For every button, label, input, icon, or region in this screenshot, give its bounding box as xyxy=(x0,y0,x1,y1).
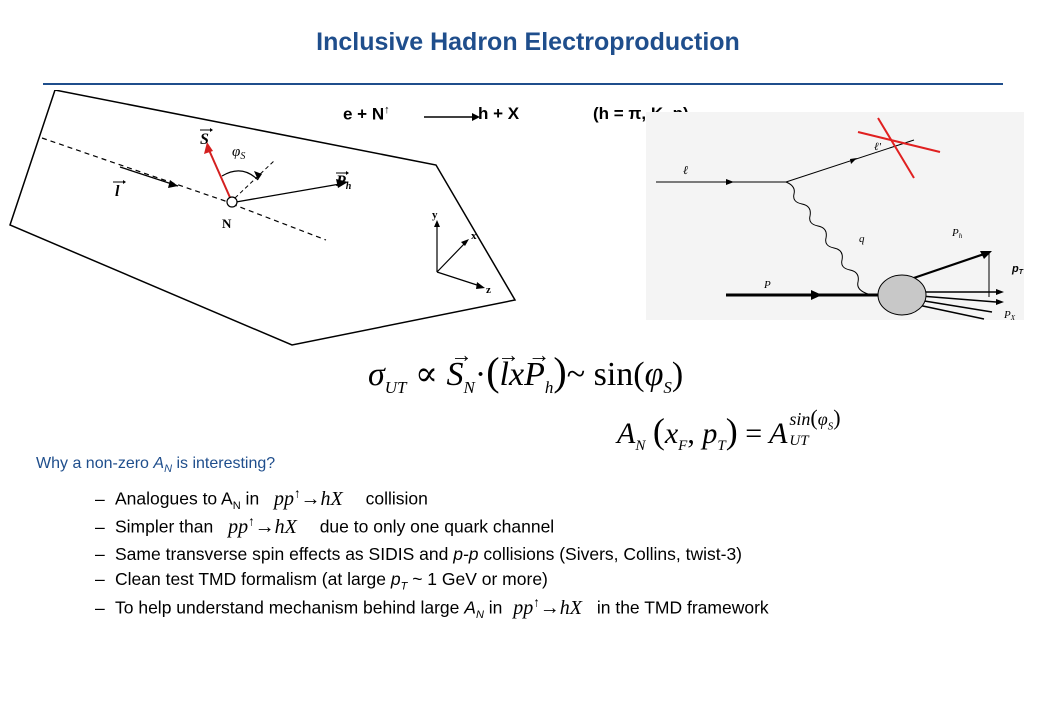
f2-comma: , xyxy=(687,417,695,450)
f2-AUT-sup: sin(φS) xyxy=(789,405,841,433)
scattering-plane-diagram: S φS l Ph N y x z xyxy=(9,90,517,346)
bullet-2: –Simpler than pp↑→hX due to only one qua… xyxy=(95,513,555,538)
feynman-background xyxy=(646,112,1024,320)
photon-line xyxy=(785,181,869,295)
phi-arc-head-icon xyxy=(254,171,262,180)
lepton-out-label: ℓ' xyxy=(874,141,882,153)
photon-label: q xyxy=(859,233,865,245)
reaction-lhs-sup: ↑ xyxy=(384,104,390,116)
f2-AUT-scripts: sin(φS)UT xyxy=(787,405,907,449)
scattering-plane xyxy=(9,90,517,346)
lepton-beam-extension xyxy=(231,203,327,241)
f2-x-sub: F xyxy=(678,438,688,454)
f1-rparen: ) xyxy=(553,349,567,394)
f2-open: ( xyxy=(652,411,665,451)
bullet-5: –To help understand mechanism behind lar… xyxy=(95,594,769,622)
reaction-rhs: h + X xyxy=(478,104,520,123)
why-heading: Why a non-zero AN is interesting? xyxy=(36,455,276,476)
f1-P-sub: h xyxy=(544,377,554,397)
axis-x-label: x xyxy=(471,230,477,242)
bullet-4: –Clean test TMD formalism (at large pT ~… xyxy=(95,569,548,593)
interaction-blob xyxy=(877,274,927,316)
hadron-line xyxy=(901,250,991,284)
lepton-arrowhead-icon xyxy=(168,180,178,188)
hadron-label: Ph xyxy=(335,173,352,192)
proton-label: P xyxy=(763,279,771,291)
reaction-lhs-text: e + N xyxy=(343,104,385,124)
bullet-1: –Analogues to AN in pp↑→hX collision xyxy=(95,485,428,513)
f1-phi: φ xyxy=(644,356,664,393)
cross-section-formula: σUT ∝ →SN·(→lx→Ph)~ sin(φS) xyxy=(368,342,684,398)
f1-S-vector: →S xyxy=(446,342,473,393)
cross-mark-b xyxy=(857,131,941,153)
f2-A: A xyxy=(617,417,636,450)
f1-P-vector: →P xyxy=(524,342,551,393)
f1-tilde: ~ xyxy=(566,356,586,393)
f1-sin-close: ) xyxy=(671,356,684,393)
nucleon-label: N xyxy=(222,216,232,231)
pt-label: pT xyxy=(1011,263,1024,276)
pp-to-hX-expr-3: pp↑→hX xyxy=(513,594,582,619)
lepton-label: l xyxy=(115,183,120,200)
bullet-3: –Same transverse spin effects as SIDIS a… xyxy=(95,544,743,564)
remnant-label: PX xyxy=(1003,309,1016,320)
feynman-diagram: ℓ ℓ' q P Ph PX pT xyxy=(646,112,1024,320)
f1-l-vector: →l xyxy=(497,342,520,393)
spin-arrowhead-icon xyxy=(204,142,213,154)
axis-z-line xyxy=(436,271,481,287)
f2-close: ) xyxy=(725,411,738,451)
f1-x: x xyxy=(508,356,525,393)
nucleon-dot xyxy=(226,196,238,208)
phi-arc xyxy=(221,170,259,181)
spin-vector xyxy=(208,149,233,203)
f2-A-sub: N xyxy=(635,438,646,454)
spin-label: S xyxy=(200,131,209,148)
title-divider xyxy=(43,83,1003,85)
f1-sin: sin( xyxy=(593,356,645,393)
f1-sigma: σ xyxy=(368,356,385,393)
f1-phi-sub: S xyxy=(663,377,672,397)
lepton-in-label: ℓ xyxy=(683,163,688,177)
lepton-beam-line xyxy=(41,137,229,203)
f2-AUT-sub: UT xyxy=(789,433,809,449)
pp-to-hX-expr: pp↑→hX xyxy=(274,485,343,510)
axis-y-label: y xyxy=(432,209,438,221)
f1-propto: ∝ xyxy=(415,356,439,393)
f1-dot: · xyxy=(474,356,487,393)
f2-AUT: A xyxy=(769,417,788,450)
pp-to-hX-expr-2: pp↑→hX xyxy=(228,513,297,538)
f2-p: p xyxy=(702,417,718,450)
f2-x: x xyxy=(664,417,679,450)
lepton-arrow xyxy=(119,166,179,187)
axis-z-label: z xyxy=(486,284,491,296)
hadron-out-label: Ph xyxy=(951,227,963,240)
cross-mark-a xyxy=(877,117,915,179)
f1-lparen: ( xyxy=(486,349,500,394)
f1-sigma-sub: UT xyxy=(384,377,407,397)
reaction-lhs: e + N↑ xyxy=(343,104,390,125)
axis-x-line xyxy=(436,241,467,273)
page-title: Inclusive Hadron Electroproduction xyxy=(316,28,740,56)
phi-label: φS xyxy=(232,144,245,162)
hadron-arrowhead-icon xyxy=(336,179,348,188)
f1-S-sub: N xyxy=(463,377,475,397)
phi-reference-line xyxy=(234,159,276,199)
f2-eq: = xyxy=(745,417,763,450)
f2-p-sub: T xyxy=(717,438,726,454)
reaction-arrow-icon xyxy=(424,113,480,121)
hadron-vector xyxy=(235,183,341,203)
